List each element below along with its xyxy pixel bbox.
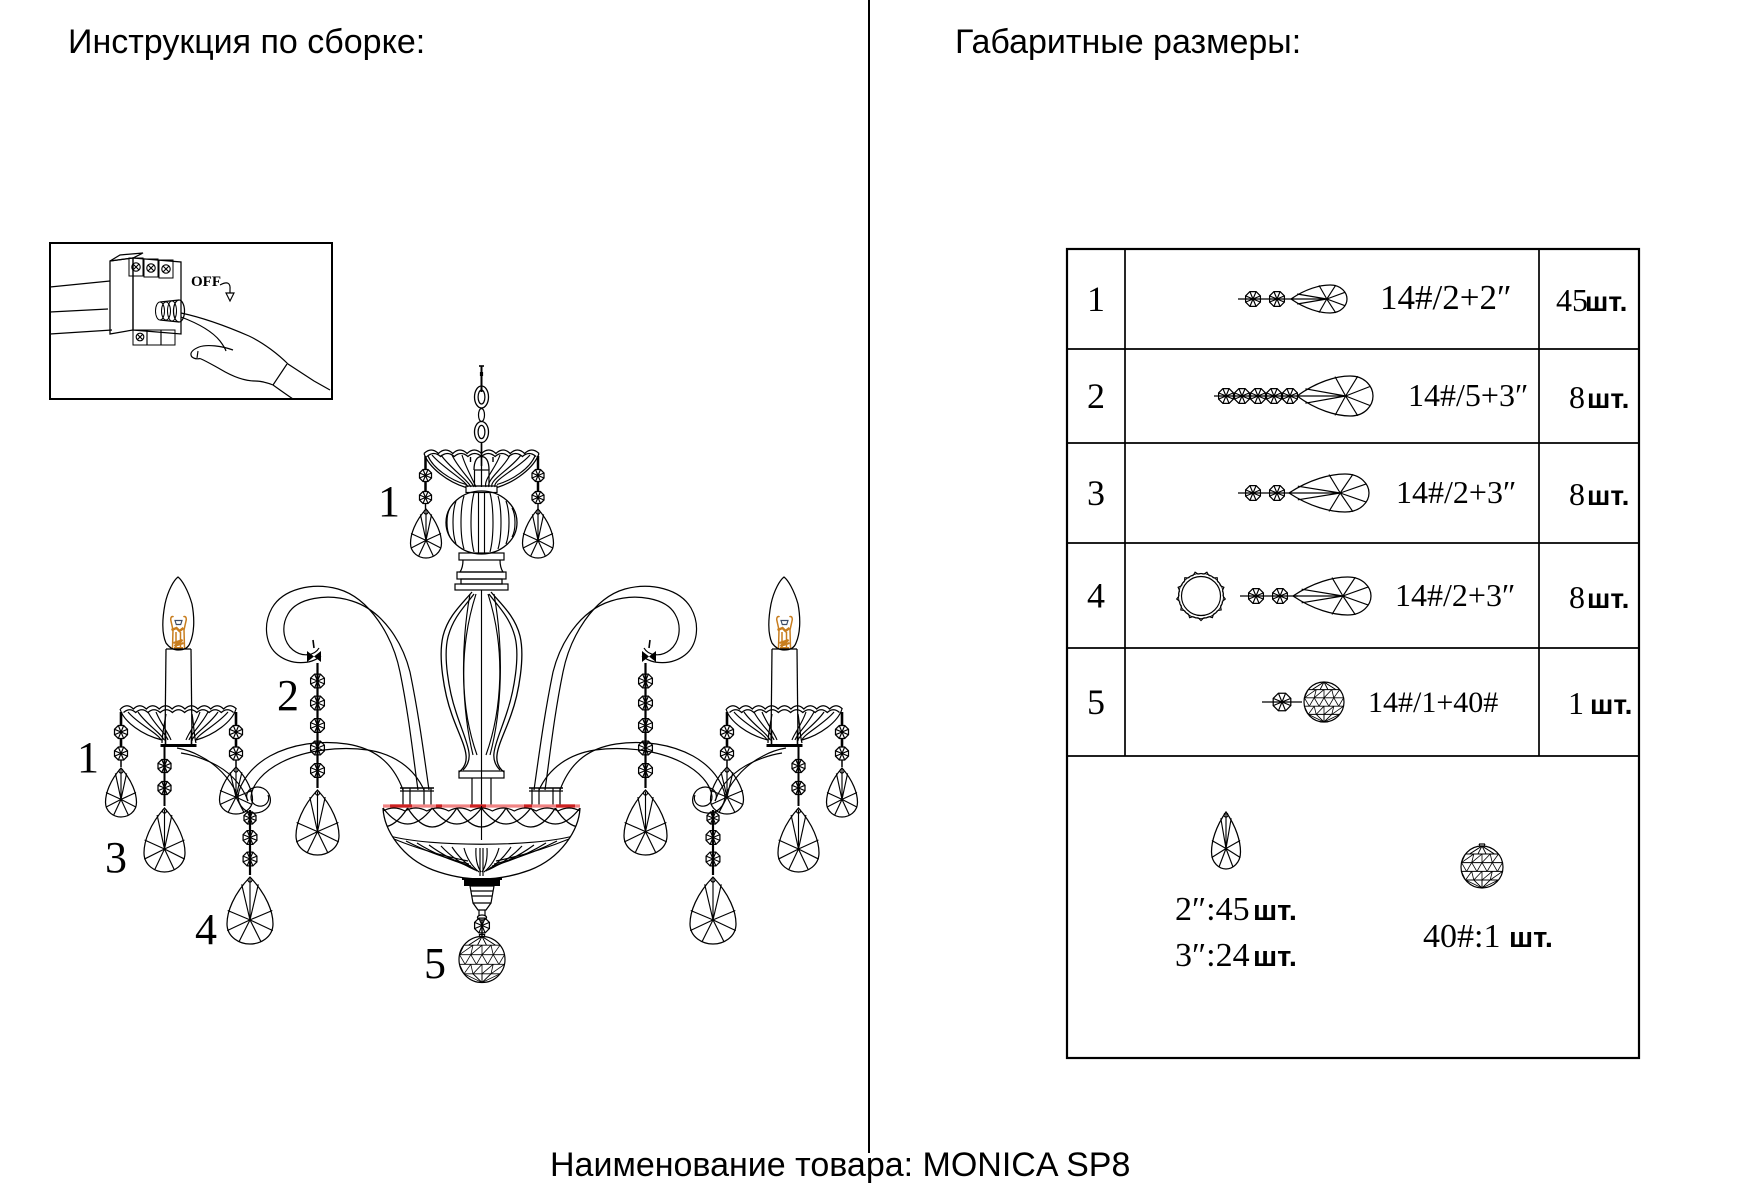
svg-text:шт.: шт. [1253, 895, 1297, 927]
svg-text:шт.: шт. [1253, 941, 1297, 973]
svg-text:14#/2+3″: 14#/2+3″ [1395, 577, 1515, 613]
svg-text:4: 4 [1087, 576, 1105, 616]
svg-text:2: 2 [277, 671, 299, 720]
svg-text:Габаритные размеры:: Габаритные размеры: [955, 23, 1301, 61]
svg-text:шт.: шт. [1587, 383, 1629, 414]
svg-text:1: 1 [378, 477, 400, 526]
svg-text:14#/2+2″: 14#/2+2″ [1380, 278, 1512, 317]
svg-text:Наименование товара: MONICA SP: Наименование товара: MONICA SP8 [550, 1146, 1130, 1184]
svg-text:шт.: шт. [1509, 922, 1553, 954]
svg-text:3: 3 [1087, 473, 1105, 513]
svg-text:Инструкция по сборке:: Инструкция по сборке: [68, 23, 425, 61]
svg-text:3: 3 [105, 833, 127, 882]
svg-text:шт.: шт. [1587, 583, 1629, 614]
svg-text:8: 8 [1569, 379, 1585, 415]
svg-text:40#:1: 40#:1 [1423, 918, 1500, 955]
svg-text:1: 1 [1568, 685, 1584, 721]
svg-text:шт.: шт. [1590, 689, 1632, 720]
svg-text:2″:45: 2″:45 [1175, 891, 1250, 928]
svg-text:шт.: шт. [1585, 286, 1627, 317]
svg-text:8: 8 [1569, 579, 1585, 615]
svg-text:5: 5 [1087, 682, 1105, 722]
svg-text:45: 45 [1556, 282, 1588, 318]
svg-text:14#/2+3″: 14#/2+3″ [1396, 474, 1516, 510]
svg-text:8: 8 [1569, 476, 1585, 512]
svg-text:1: 1 [77, 733, 99, 782]
svg-text:14#/1+40#: 14#/1+40# [1368, 686, 1498, 719]
svg-text:OFF: OFF [191, 274, 221, 290]
svg-text:1: 1 [1087, 279, 1105, 319]
svg-text:14#/5+3″: 14#/5+3″ [1408, 377, 1528, 413]
svg-text:5: 5 [424, 939, 446, 988]
svg-text:3″:24: 3″:24 [1175, 937, 1250, 974]
svg-text:4: 4 [195, 905, 217, 954]
svg-text:шт.: шт. [1587, 480, 1629, 511]
svg-text:2: 2 [1087, 376, 1105, 416]
